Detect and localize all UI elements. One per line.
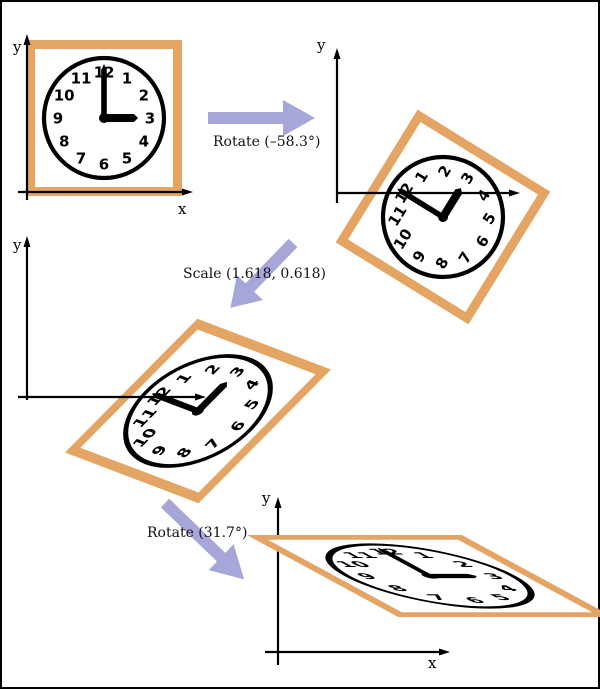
clock-numeral: 8 [59,133,69,151]
clock-numeral: 11 [338,551,383,560]
step-2-scale: Scale (1.618, 0.618) [183,238,326,308]
clock-numerals: 121234567891011 [331,548,524,605]
clock-numeral: 9 [147,443,171,458]
minute-hand [439,188,463,220]
step-1-rotate: Rotate (–58.3°) [208,100,320,150]
clock-numeral: 1 [172,371,196,386]
clock-numeral: 4 [139,133,149,151]
clock-numeral: 3 [145,110,155,128]
clock-numeral: 9 [53,110,63,128]
rotate-arrow-icon [208,100,315,136]
clock-numeral: 4 [240,377,264,392]
clock-numeral: 8 [172,445,196,460]
clock-final: 121234567891011 [246,535,600,617]
clock-numeral: 2 [200,362,224,377]
x-axis-arrow-icon [195,393,206,401]
x-axis-arrow-icon [182,188,193,196]
clock-numeral: 1 [122,70,132,88]
y-axis-label: y [12,38,22,56]
y-axis-label: y [316,36,326,54]
y-axis-arrow-icon [333,48,341,59]
rotate-arrow-icon-2 [160,498,245,580]
panel-rotated: y 121234567891011 [316,36,551,325]
clock-numeral: 10 [331,560,376,569]
clock-numeral: 6 [460,596,491,605]
step-label-rotate-1: Rotate (–58.3°) [213,134,320,150]
y-axis-label: y [261,489,271,507]
minute-hand [426,573,477,579]
clock-numeral: 5 [122,149,132,167]
clock-numeral: 4 [493,584,524,593]
clock-numeral: 7 [201,436,225,451]
y-axis-arrow-icon [274,497,282,508]
clock-numeral: 7 [76,149,86,167]
clock-original: 121234567891011 [26,40,182,196]
panel-scaled: y 121234567891011 [12,236,331,504]
x-axis-label: x [178,200,187,218]
minute-hand [194,381,227,413]
minute-hand [104,114,138,122]
hour-hand [101,64,107,118]
clock-numeral: 1 [409,551,440,560]
hour-hand [377,547,434,576]
step-label-scale: Scale (1.618, 0.618) [183,266,326,282]
step-3-rotate: Rotate (31.7°) [147,498,247,580]
panel-final: y 121234567891011 x [246,489,600,672]
y-axis-label: y [12,236,22,254]
clock-numeral: 7 [423,593,454,602]
clock-numeral: 5 [486,593,517,602]
y-axis-arrow-icon [23,34,31,45]
clock-numeral: 3 [479,572,510,581]
clock-numeral: 3 [225,364,249,379]
clock-numeral: 6 [226,419,250,434]
hour-hand [397,188,445,220]
clock-numeral: 5 [240,397,264,412]
clock-rotated: 121234567891011 [335,109,551,325]
y-axis-arrow-icon [23,236,31,247]
clock-numeral: 6 [99,156,109,174]
step-label-rotate-2: Rotate (31.7°) [147,525,247,541]
clock-numeral: 8 [383,584,414,593]
clock-numeral: 11 [71,70,92,88]
x-axis-arrow-icon [439,648,450,656]
clock-numeral: 2 [448,560,479,569]
hour-hand [151,393,201,414]
x-axis-arrow-icon [509,189,520,197]
clock-numeral: 2 [139,87,149,105]
x-axis-label: x [428,654,437,672]
clock-numeral: 9 [352,572,383,581]
scale-arrow-icon [230,238,298,308]
panel-original: 121234567891011 y x [12,34,193,218]
clock-numeral: 10 [54,87,75,105]
clock-scaled: 121234567891011 [65,318,331,504]
